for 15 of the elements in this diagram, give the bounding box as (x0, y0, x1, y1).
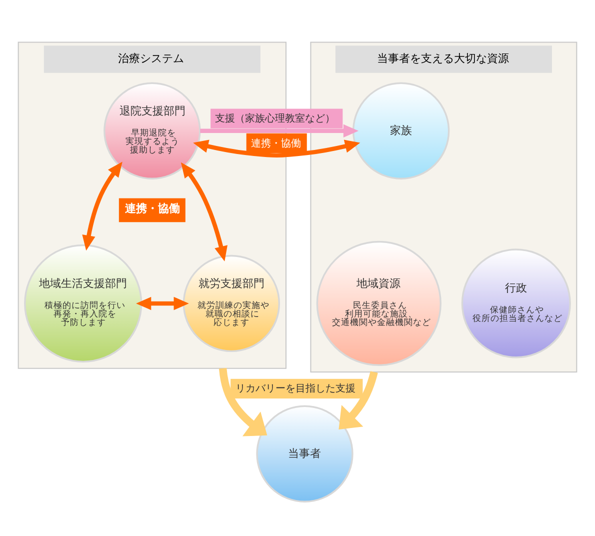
arrow (338, 370, 378, 430)
edge-label: リカバリーを目指した支援 (235, 383, 356, 394)
node-circle: 地域生活支援部門 積極的に訪問を行い再発・再入院を予防します (24, 244, 142, 362)
arrow (193, 139, 360, 157)
node-circle: 家族 (352, 82, 450, 179)
node-circle: 行政 保健師さんや役所の担当者さんなど (461, 248, 571, 358)
arrow (82, 161, 122, 250)
arrow (200, 124, 359, 137)
node-circle: 当事者 (256, 404, 354, 502)
arrow (218, 368, 268, 436)
node-circle: 就労支援部門 就労訓練の実施や就職の相談に応じます (182, 254, 280, 352)
arrow (136, 296, 189, 310)
arrow (180, 162, 228, 261)
label: 連携・協働 (124, 202, 180, 215)
node-circle: 地域資源 民生委員さん利用可能な施設、交通機関や金融機関など (316, 240, 442, 366)
